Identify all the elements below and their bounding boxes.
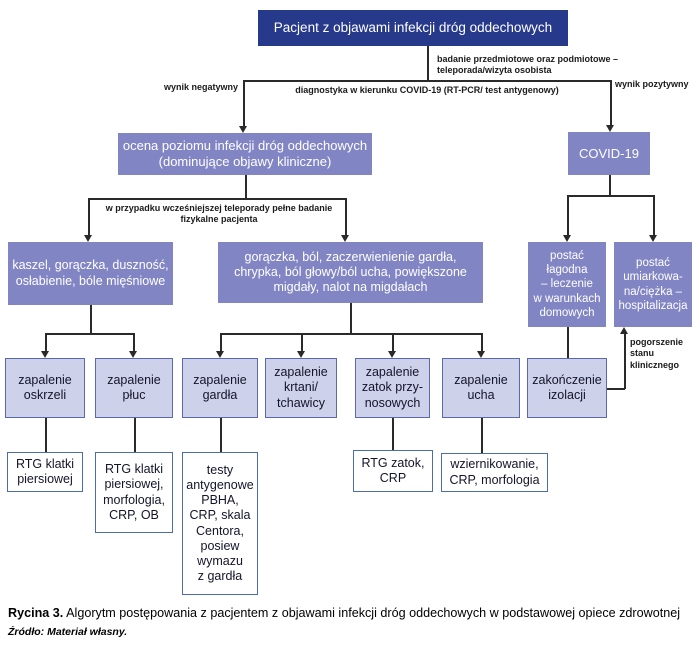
node-rtg-klatki: RTG klatki piersiowej xyxy=(7,452,83,492)
connector-zakonczenie-elbow-v xyxy=(624,333,626,389)
node-patient: Pacjent z objawami infekcji dróg oddecho… xyxy=(258,10,568,46)
connector-gorne-split xyxy=(220,333,482,335)
connector-to-lagodna xyxy=(567,195,569,236)
node-covid: COVID-19 xyxy=(568,132,650,175)
edge-label-teleporada: w przypadku wcześniejszej teleporady peł… xyxy=(105,203,333,225)
edge-label-diagnostyka: diagnostyka w kierunku COVID-19 (RT-PCR/… xyxy=(295,85,559,95)
node-zapalenie-zatok: zapalenie zatok przy- nosowych xyxy=(355,358,430,418)
connector-to-oskrzeli xyxy=(45,333,47,352)
connector-lagodna-zakonczenie xyxy=(567,327,569,358)
edge-label-pogorszenie: pogorszenie stanu klinicznego xyxy=(630,337,684,370)
node-rtg-klatki-morfologia: RTG klatki piersiowej, morfologia, CRP, … xyxy=(95,452,173,533)
arrowhead-into-ciezka-bottom xyxy=(620,327,628,334)
arrowhead-into-ucha xyxy=(477,351,485,358)
node-postac-ciezka: postać umiarkowa- na/ciężka – hospitaliz… xyxy=(614,242,692,327)
connector-to-krtani xyxy=(301,333,303,352)
connector-negative-down xyxy=(243,80,245,127)
arrowhead-into-covid xyxy=(606,125,614,132)
node-zakonczenie-izolacji: zakończenie izolacji xyxy=(527,358,607,418)
arrowhead-into-krtani xyxy=(297,351,305,358)
connector-zakonczenie-elbow-h xyxy=(607,388,625,390)
node-rtg-zatok: RTG zatok, CRP xyxy=(353,450,433,492)
edge-label-badanie: badanie przedmiotowe oraz podmiotowe – t… xyxy=(437,54,619,76)
node-zapalenie-ucha: zapalenie ucha xyxy=(442,358,520,418)
connector-gardla-testy xyxy=(220,418,222,452)
arrowhead-into-symptoms-dolne xyxy=(84,235,92,242)
node-postac-lagodna: postać łagodna – leczenie w warunkach do… xyxy=(528,242,606,327)
connector-covid-down xyxy=(609,175,611,195)
connector-pluc-rtg xyxy=(134,418,136,452)
node-testy-antygenowe: testy antygenowe PBHA, CRP, skala Centor… xyxy=(182,452,258,595)
connector-ocena-split xyxy=(88,198,346,200)
figure-source: Źródło: Materiał własny. xyxy=(8,626,128,638)
node-zapalenie-krtani: zapalenie krtani/ tchawicy xyxy=(265,358,337,418)
connector-ocena-down xyxy=(245,175,247,198)
figure-caption-text: Algorytm postępowania z pacjentem z obja… xyxy=(63,606,681,620)
arrowhead-into-ciezka xyxy=(649,235,657,242)
connector-to-zatok xyxy=(392,333,394,352)
arrowhead-into-lagodna xyxy=(563,235,571,242)
arrowhead-into-pluc xyxy=(129,351,137,358)
node-zapalenie-gardla: zapalenie gardła xyxy=(182,358,258,418)
arrowhead-into-oskrzeli xyxy=(41,351,49,358)
node-zapalenie-pluc: zapalenie płuc xyxy=(95,358,173,418)
figure-caption: Rycina 3. Algorytm postępowania z pacjen… xyxy=(8,606,698,620)
connector-top-split xyxy=(243,80,611,82)
connector-gorne-down xyxy=(350,303,352,333)
connector-to-ucha xyxy=(481,333,483,352)
connector-ucha-wziernikowanie xyxy=(481,418,483,453)
connector-to-ciezka xyxy=(653,195,655,236)
connector-to-gardla xyxy=(220,333,222,352)
node-wziernikowanie: wziernikowanie, CRP, morfologia xyxy=(441,453,548,492)
node-zapalenie-oskrzeli: zapalenie oskrzeli xyxy=(5,358,85,418)
edge-label-wynik-pozytywny: wynik pozytywny xyxy=(615,79,689,89)
arrowhead-into-gardla xyxy=(216,351,224,358)
arrowhead-into-symptoms-gorne xyxy=(341,235,349,242)
connector-to-symptoms-gorne xyxy=(345,198,347,236)
connector-dolne-down xyxy=(90,305,92,333)
connector-to-pluc xyxy=(133,333,135,352)
node-symptoms-gorne: gorączka, ból, zaczerwienienie gardła, c… xyxy=(218,242,483,303)
edge-label-wynik-negatywny: wynik negatywny xyxy=(163,82,238,92)
connector-patient-down xyxy=(427,46,429,80)
connector-to-symptoms-dolne xyxy=(88,198,90,236)
arrowhead-into-zatok xyxy=(388,351,396,358)
node-symptoms-dolne: kaszel, gorączka, duszność, osłabienie, … xyxy=(8,242,173,305)
connector-zatok-rtg xyxy=(392,418,394,450)
connector-dolne-split xyxy=(45,333,135,335)
node-ocena: ocena poziomu infekcji dróg oddechowych … xyxy=(118,133,372,175)
connector-oskrzeli-rtg xyxy=(45,418,47,452)
connector-covid-split xyxy=(567,195,654,197)
connector-positive-down xyxy=(610,80,612,126)
arrowhead-into-ocena xyxy=(239,126,247,133)
figure-caption-label: Rycina 3. xyxy=(8,606,64,620)
